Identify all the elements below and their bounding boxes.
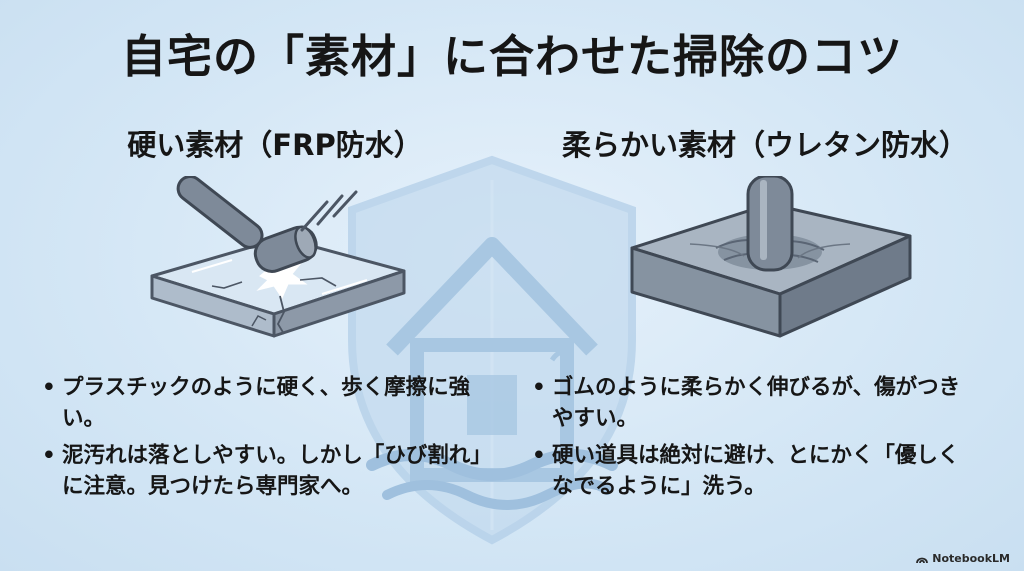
- page-title: 自宅の「素材」に合わせた掃除のコツ: [120, 30, 903, 83]
- list-item: プラスチックのように硬く、歩く摩擦に強い。: [40, 372, 490, 434]
- hard-material-bullets: プラスチックのように硬く、歩く摩擦に強い。 泥汚れは落としやすい。しかし「ひび割…: [40, 372, 490, 508]
- list-item: ゴムのように柔らかく伸びるが、傷がつきやすい。: [530, 372, 980, 434]
- notebooklm-logo-icon: [916, 557, 929, 563]
- brand-label: NotebookLM: [932, 552, 1010, 565]
- cracked-hard-surface-hammer-icon: [150, 176, 406, 338]
- hard-material-heading: 硬い素材（FRP防水）: [127, 128, 423, 162]
- brand-watermark: NotebookLM: [916, 552, 1010, 565]
- list-item: 泥汚れは落としやすい。しかし「ひび割れ」に注意。見つけたら専門家へ。: [40, 440, 490, 502]
- soft-material-bullets: ゴムのように柔らかく伸びるが、傷がつきやすい。 硬い道具は絶対に避け、とにかく「…: [530, 372, 980, 508]
- soft-material-heading: 柔らかい素材（ウレタン防水）: [561, 128, 968, 162]
- soft-surface-press-icon: [630, 176, 912, 338]
- list-item: 硬い道具は絶対に避け、とにかく「優しくなでるように」洗う。: [530, 440, 980, 502]
